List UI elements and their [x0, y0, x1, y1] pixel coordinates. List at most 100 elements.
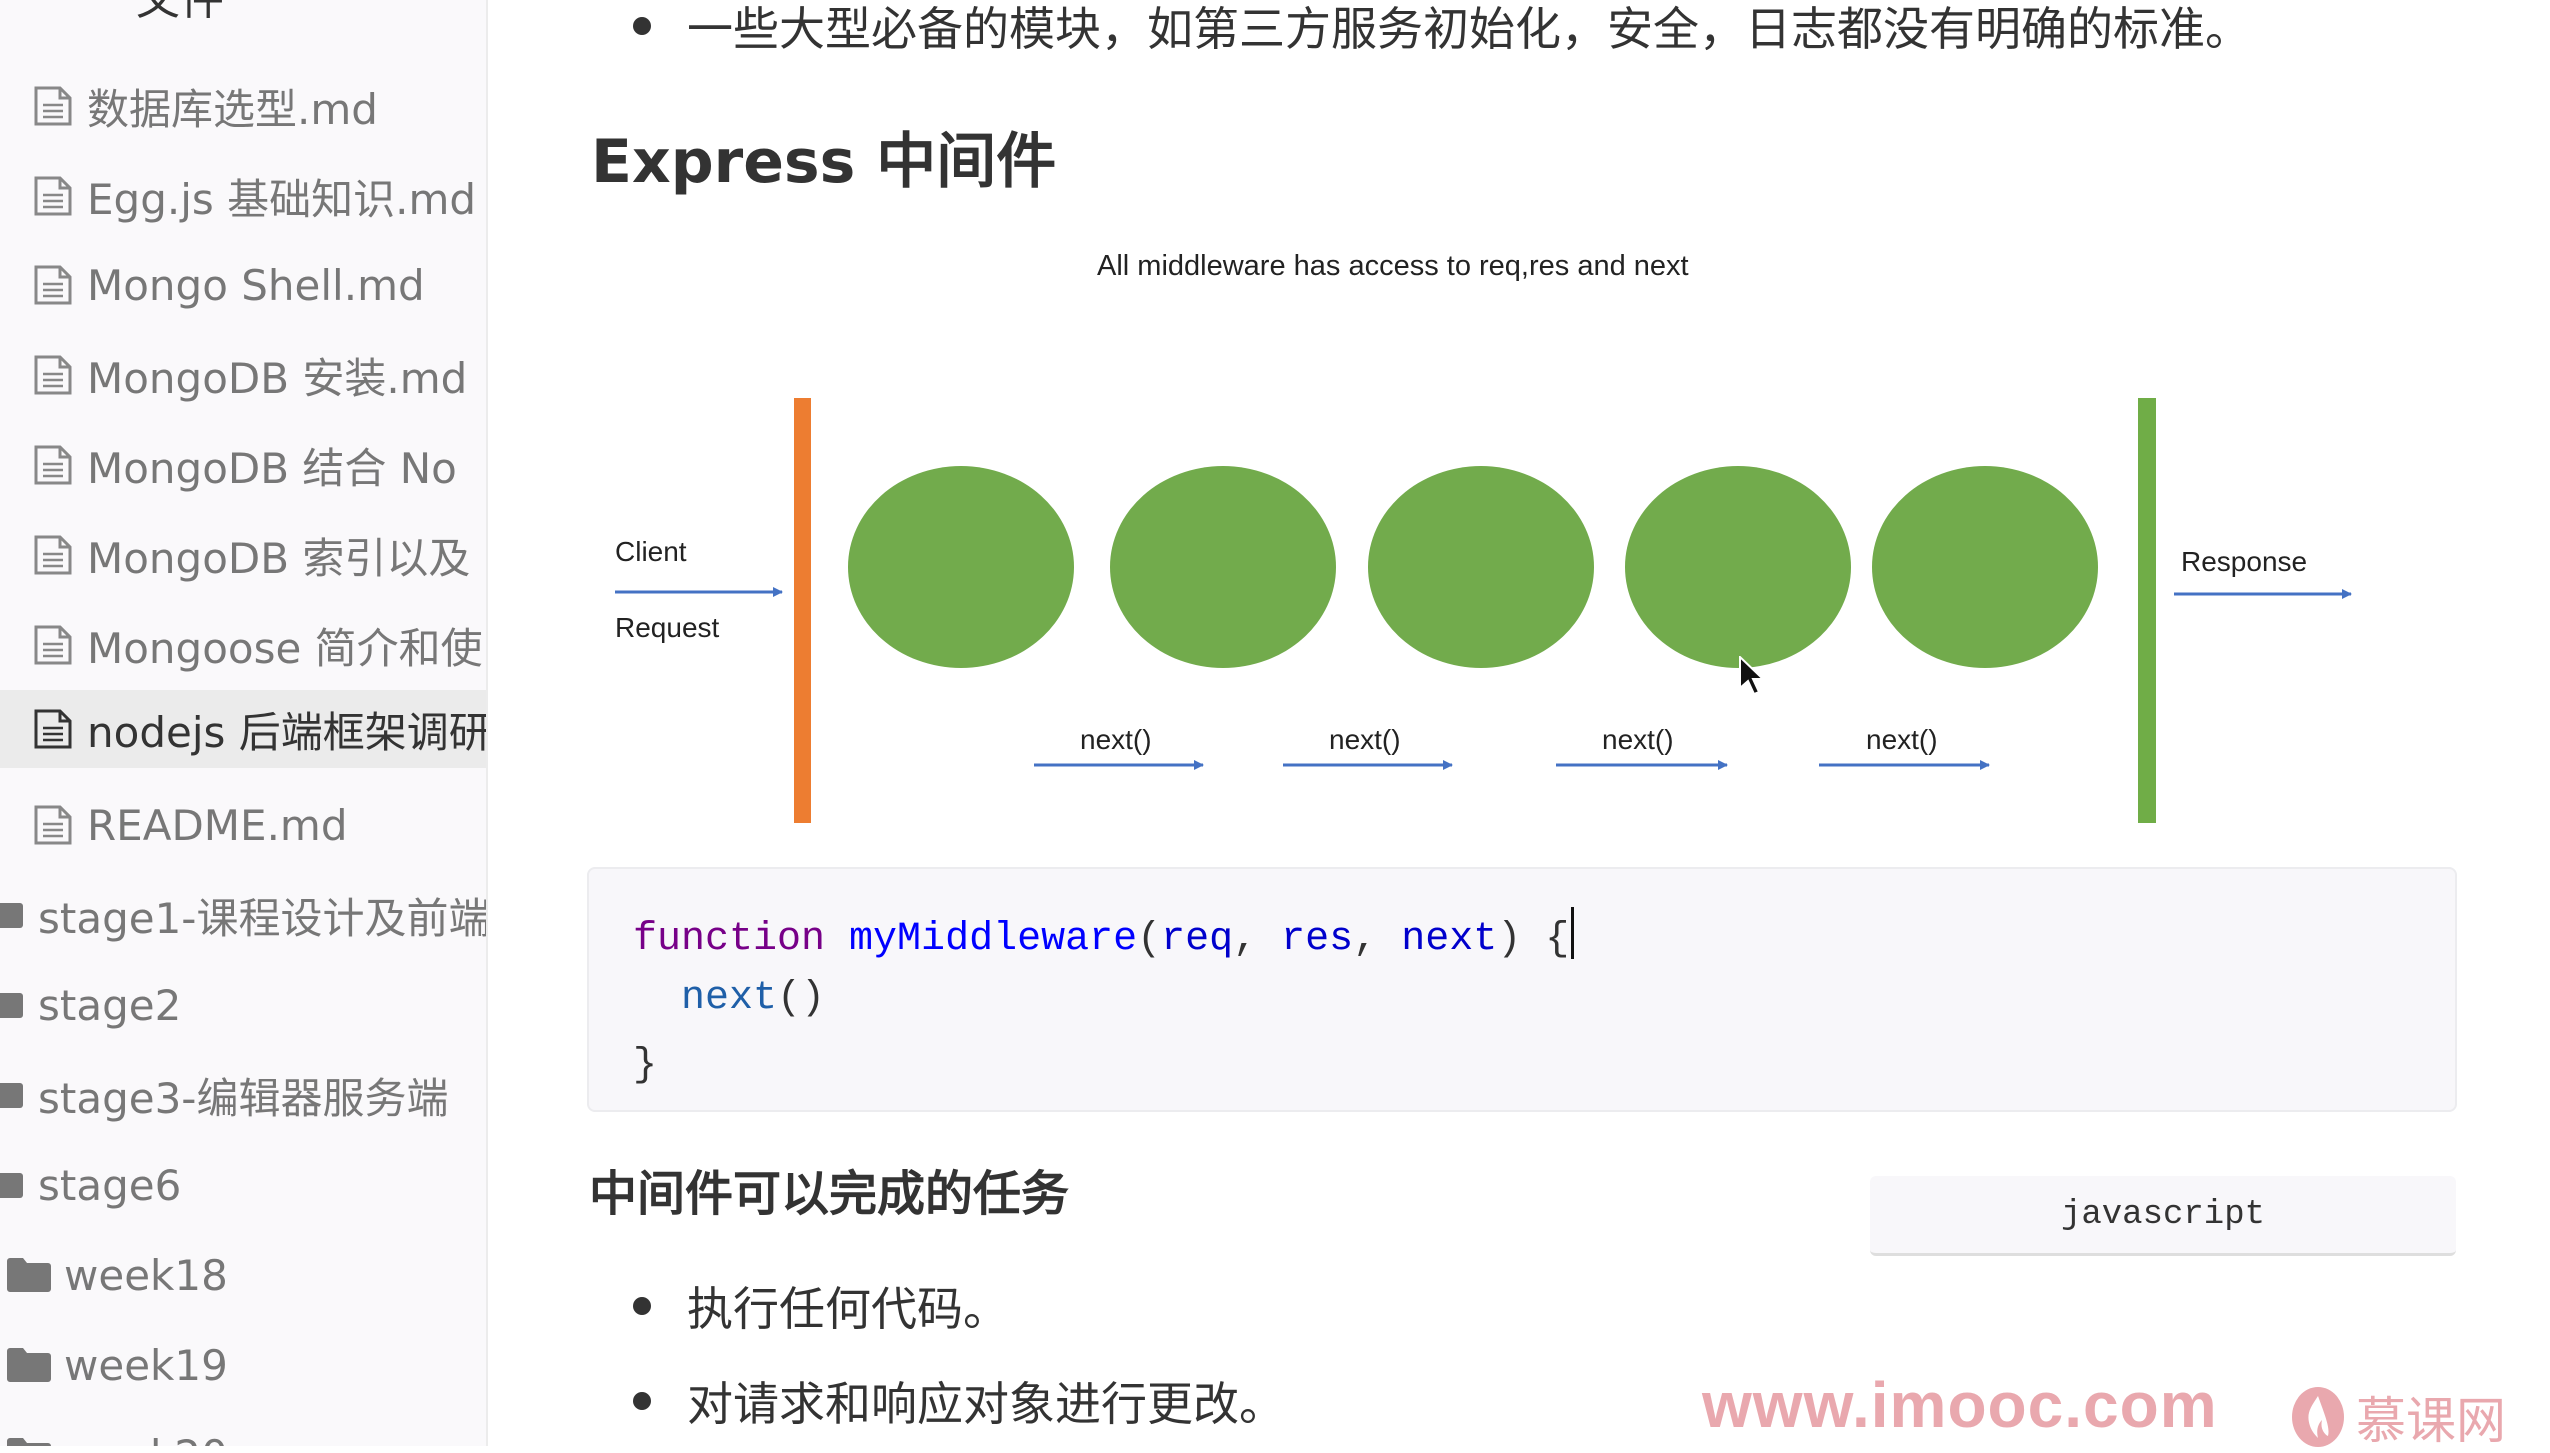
sidebar-item-folder[interactable]: week19 — [0, 1320, 486, 1410]
list-item: 执行任何代码。 — [633, 1276, 1009, 1336]
sidebar-item-folder[interactable]: week18 — [0, 1230, 486, 1320]
file-tree-sidebar: 文件 数据库选型.md Egg.js 基础知识.md Mongo Shell.m… — [0, 0, 488, 1446]
file-icon — [34, 445, 72, 485]
code-punctuation: () — [777, 976, 826, 1021]
sidebar-item-file[interactable]: MongoDB 结合 No — [0, 420, 486, 510]
watermark-brand: 慕课网 — [2356, 1392, 2506, 1450]
bullet-icon — [633, 17, 651, 35]
code-keyword: function — [633, 917, 826, 962]
diagram-title: All middleware has access to req,res and… — [1097, 250, 1689, 282]
middleware-node — [1368, 466, 1594, 668]
code-function-name: myMiddleware — [849, 917, 1138, 962]
sidebar-item-folder[interactable]: week20 — [0, 1410, 486, 1447]
middleware-node — [1872, 466, 2098, 668]
folder-icon — [7, 1438, 51, 1446]
middleware-node — [1625, 466, 1851, 668]
sidebar-item-label: MongoDB 索引以及 — [87, 533, 471, 583]
next-label: next() — [1080, 724, 1152, 755]
list-item-text: 执行任何代码。 — [687, 1282, 1009, 1336]
sidebar-item-folder[interactable]: stage2 — [0, 960, 486, 1050]
file-icon — [34, 355, 72, 395]
code-punctuation: ) — [1497, 917, 1522, 962]
next-label: next() — [1602, 724, 1674, 755]
code-call: next — [681, 976, 778, 1021]
folder-icon — [0, 993, 23, 1018]
mouse-cursor-icon — [1739, 656, 1766, 696]
sidebar-item-label: README.md — [87, 800, 348, 850]
sidebar-item-file[interactable]: Mongo Shell.md — [0, 240, 486, 330]
sidebar-item-file[interactable]: MongoDB 安装.md — [0, 330, 486, 420]
sidebar-item-file-active[interactable]: nodejs 后端框架调研 — [0, 690, 488, 768]
sidebar-item-file[interactable]: Mongoose 简介和使 — [0, 600, 486, 690]
request-label: Request — [615, 612, 720, 643]
sidebar-item-label: Mongoose 简介和使 — [87, 623, 483, 673]
sidebar-item-label: stage6 — [38, 1160, 182, 1210]
sidebar-item-label: MongoDB 安装.md — [87, 353, 468, 403]
flame-logo-icon — [2292, 1387, 2344, 1447]
list-item-text: 对请求和响应对象进行更改。 — [687, 1377, 1285, 1431]
folder-icon — [0, 903, 23, 928]
client-label: Client — [615, 536, 687, 567]
file-icon — [34, 625, 72, 665]
sidebar-item-label: week19 — [64, 1340, 228, 1390]
sidebar-item-label: week20 — [64, 1431, 228, 1447]
folder-icon — [0, 1173, 23, 1198]
request-bar — [794, 398, 811, 823]
code-param: req — [1161, 917, 1234, 962]
sidebar-item-folder[interactable]: stage6 — [0, 1140, 486, 1230]
sidebar-header: 文件 — [136, 0, 224, 30]
sidebar-item-file[interactable]: README.md — [0, 780, 486, 870]
sidebar-item-label: stage2 — [38, 980, 182, 1030]
list-item-text: 一些大型必备的模块，如第三方服务初始化，安全，日志都没有明确的标准。 — [687, 2, 2251, 56]
code-line: } — [633, 1041, 657, 1091]
sidebar-item-folder[interactable]: stage1-课程设计及前端 — [0, 870, 486, 960]
sidebar-item-label: nodejs 后端框架调研 — [87, 707, 488, 757]
sidebar-item-label: stage1-课程设计及前端 — [38, 893, 486, 943]
code-line: function myMiddleware(req, res, next) { — [633, 907, 1575, 965]
sidebar-item-folder[interactable]: stage3-编辑器服务端 — [0, 1050, 486, 1140]
sidebar-item-file[interactable]: MongoDB 索引以及 — [0, 510, 486, 600]
file-icon — [34, 805, 72, 845]
code-punctuation: } — [633, 1043, 658, 1088]
folder-icon — [7, 1348, 51, 1382]
middleware-node — [848, 466, 1074, 668]
middleware-node — [1110, 466, 1336, 668]
sidebar-item-label: stage3-编辑器服务端 — [38, 1073, 449, 1123]
code-block[interactable]: function myMiddleware(req, res, next) { … — [587, 867, 2457, 1112]
code-punctuation: { — [1545, 917, 1570, 962]
watermark-url: www.imooc.com — [1702, 1369, 2218, 1441]
list-item: 对请求和响应对象进行更改。 — [633, 1371, 1285, 1431]
folder-icon — [0, 1083, 23, 1108]
section-heading: Express 中间件 — [591, 127, 1057, 197]
bullet-icon — [633, 1392, 651, 1410]
sidebar-item-label: 数据库选型.md — [87, 84, 378, 134]
code-punctuation: , — [1353, 917, 1378, 962]
folder-icon — [7, 1258, 51, 1292]
response-bar — [2138, 398, 2156, 823]
code-language-selector[interactable]: javascript — [1870, 1176, 2456, 1256]
sidebar-item-label: Mongo Shell.md — [87, 260, 425, 310]
sidebar-item-label: week18 — [64, 1250, 228, 1300]
code-param: res — [1281, 917, 1354, 962]
bullet-icon — [633, 1297, 651, 1315]
sidebar-item-file[interactable]: 数据库选型.md — [0, 61, 486, 151]
next-label: next() — [1329, 724, 1401, 755]
file-icon — [34, 86, 72, 126]
list-item: 一些大型必备的模块，如第三方服务初始化，安全，日志都没有明确的标准。 — [633, 0, 2251, 56]
file-icon — [34, 265, 72, 305]
subsection-heading: 中间件可以完成的任务 — [589, 1166, 1070, 1222]
code-punctuation: ( — [1137, 917, 1162, 962]
sidebar-item-file[interactable]: Egg.js 基础知识.md — [0, 151, 486, 241]
sidebar-item-label: MongoDB 结合 No — [87, 443, 457, 493]
code-line: next() — [633, 974, 825, 1024]
code-punctuation: , — [1233, 917, 1258, 962]
file-icon — [34, 535, 72, 575]
text-caret — [1571, 907, 1575, 959]
file-icon — [34, 176, 72, 216]
code-param: next — [1401, 917, 1498, 962]
sidebar-item-label: Egg.js 基础知识.md — [87, 174, 477, 224]
response-label: Response — [2181, 546, 2308, 577]
next-label: next() — [1866, 724, 1938, 755]
watermark-logo: 慕课网 — [2290, 1381, 2506, 1453]
document-content[interactable]: 一些大型必备的模块，如第三方服务初始化，安全，日志都没有明确的标准。 Expre… — [488, 0, 2550, 1446]
